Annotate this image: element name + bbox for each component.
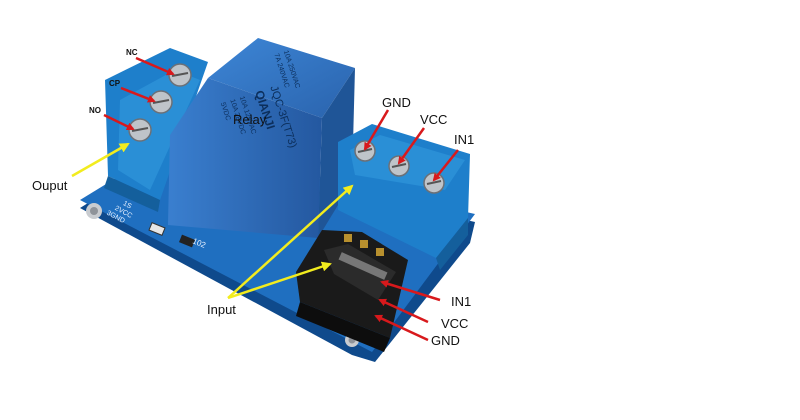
output-terminal-block (104, 48, 208, 212)
pin-header (296, 230, 408, 352)
arrow-output (71, 142, 130, 178)
relay-body: QIANJI JQC-3F(T73) 7A 240VAC 10A 250VAC … (168, 38, 355, 238)
label-input: Input (207, 302, 236, 317)
arrow-header-vcc (378, 298, 429, 324)
header-pin (376, 248, 384, 256)
red-pointer-arrows (103, 56, 459, 342)
arrow-terminal-gnd (363, 109, 390, 151)
smd-resistor (179, 234, 195, 248)
arrow-terminal-in1 (432, 149, 459, 182)
arrow-header-gnd (374, 314, 429, 342)
label-header-gnd: GND (431, 333, 460, 348)
header-pin (344, 234, 352, 242)
label-relay: Relay (233, 112, 267, 127)
label-cp: CP (109, 79, 121, 88)
arrow-no (103, 113, 135, 131)
arrow-nc (135, 56, 175, 76)
arrow-input-header (227, 261, 332, 300)
label-nc: NC (126, 48, 138, 57)
label-terminal-gnd: GND (382, 95, 411, 110)
arrow-terminal-vcc (397, 127, 426, 165)
label-header-vcc: VCC (441, 316, 469, 331)
header-pin (360, 240, 368, 248)
arrow-header-in1 (380, 279, 441, 302)
arrow-cp (120, 86, 156, 103)
label-terminal-in1: IN1 (454, 132, 475, 147)
label-output: Ouput (32, 178, 68, 193)
yellow-pointer-arrows (71, 142, 354, 300)
label-terminal-vcc: VCC (420, 112, 448, 127)
label-no: NO (89, 106, 101, 115)
label-header-in1: IN1 (451, 294, 472, 309)
smd-led (148, 222, 166, 236)
silk-pin-1: 1S (122, 200, 133, 210)
arrow-input-terminal (227, 184, 354, 299)
